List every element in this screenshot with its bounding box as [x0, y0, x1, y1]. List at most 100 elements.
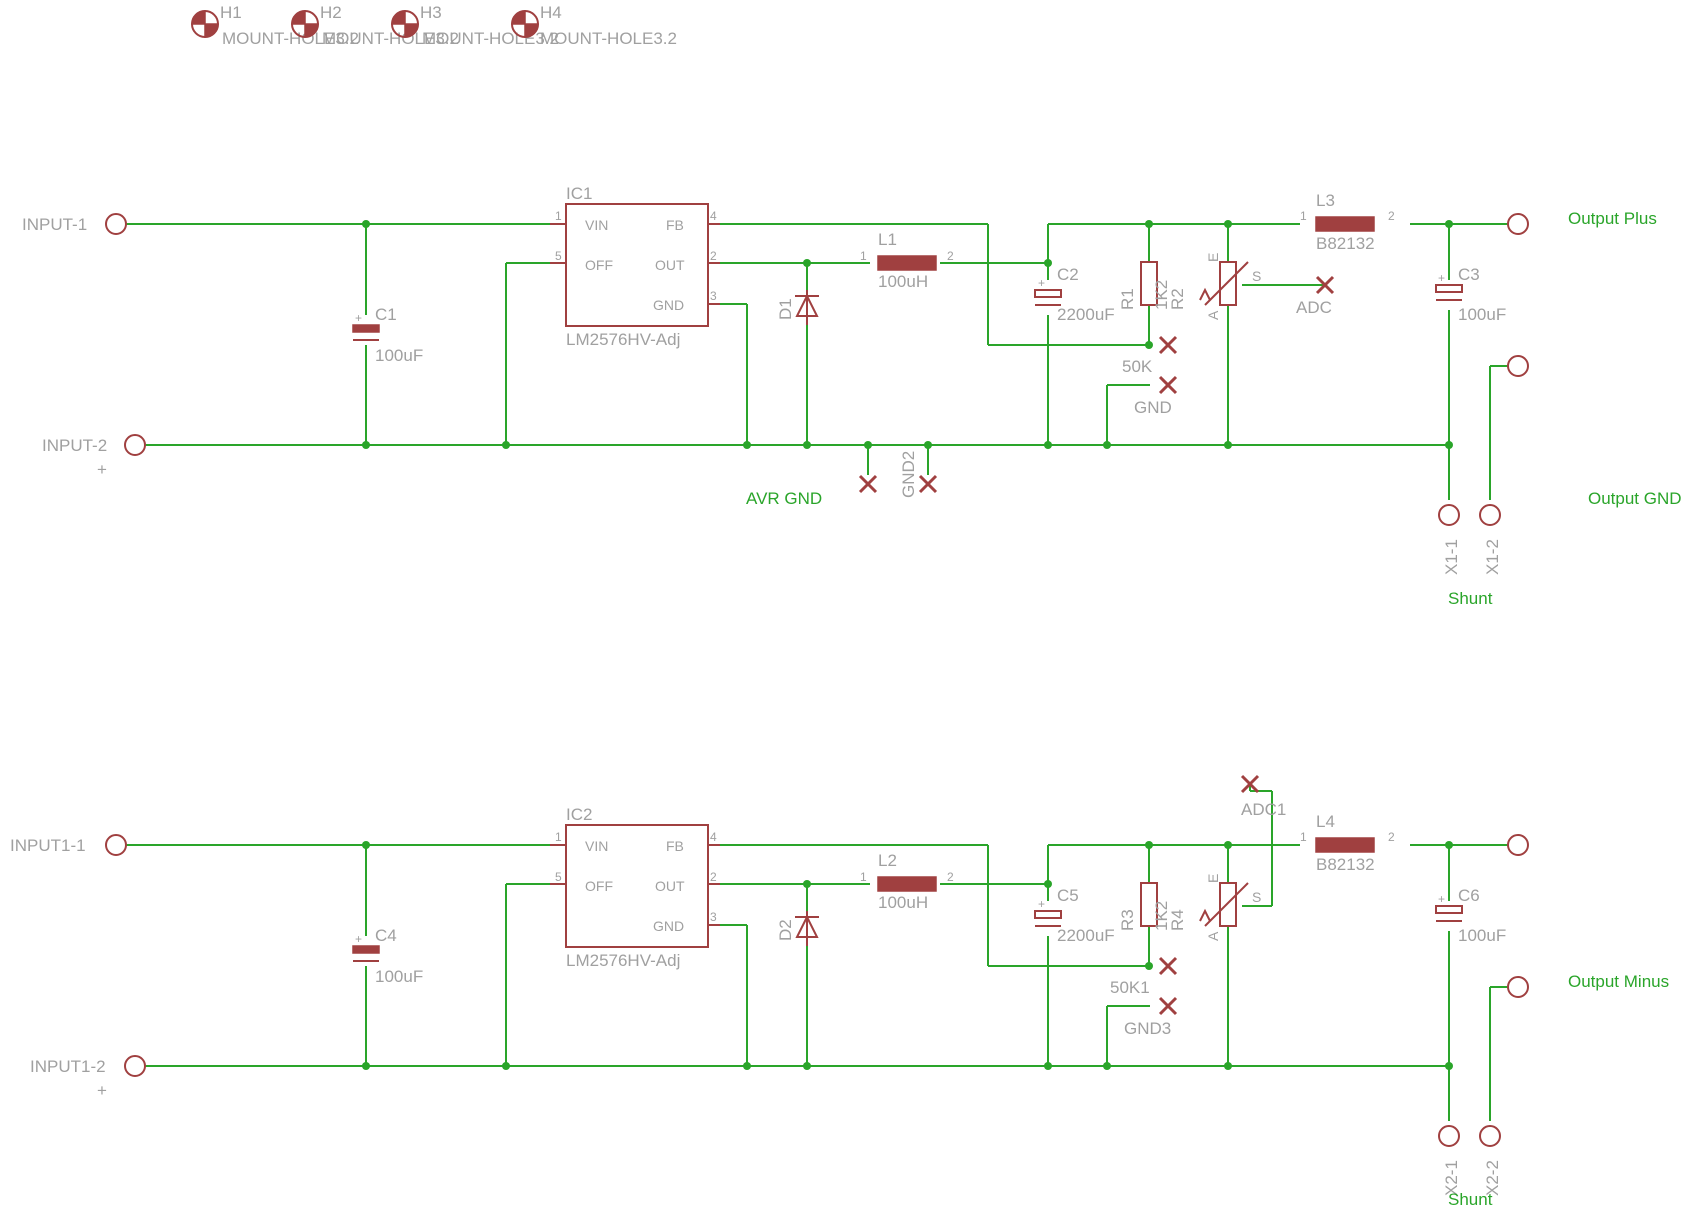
svg-text:+: +: [355, 932, 362, 946]
mount-hole-h4-name: H4: [540, 3, 562, 22]
bottom-d2-name: D2: [776, 919, 795, 941]
svg-text:2: 2: [710, 870, 717, 884]
top-r1-value: 1K2: [1152, 280, 1171, 310]
bottom-junctions: [362, 841, 1453, 1070]
top-c1-name: C1: [375, 305, 397, 324]
top-output-plus-label: Output Plus: [1568, 209, 1657, 228]
bottom-l4-value: B82132: [1316, 855, 1375, 874]
mount-hole-h3-name: H3: [420, 3, 442, 22]
top-capacitor-c2: + C2 2200uF: [1034, 265, 1115, 324]
bottom-c6-name: C6: [1458, 886, 1480, 905]
top-gnd2-label: GND2: [899, 451, 918, 498]
top-shunt-label: Shunt: [1448, 589, 1493, 608]
bottom-c6-value: 100uF: [1458, 926, 1506, 945]
svg-text:3: 3: [710, 910, 717, 924]
bottom-output-minus-terminal: Output Minus: [1507, 834, 1669, 998]
svg-text:1: 1: [1300, 830, 1307, 844]
bottom-r3-x-marker: [1158, 956, 1178, 976]
top-input1-terminal: INPUT-1: [22, 213, 127, 235]
bottom-l2-value: 100uH: [878, 893, 928, 912]
top-potentiometer-r2: R2 50K A E S: [1122, 253, 1261, 376]
top-shunt-connector: X1-1 X1-2 Shunt: [1438, 504, 1502, 608]
bottom-c4-value: 100uF: [375, 967, 423, 986]
bottom-r3-value: 1K2: [1152, 901, 1171, 931]
svg-text:2: 2: [1388, 830, 1395, 844]
svg-text:E: E: [1205, 253, 1221, 262]
mount-hole-h2-value: MOUNT-HOLE3.2: [322, 29, 459, 48]
svg-text:FB: FB: [666, 217, 684, 233]
svg-text:GND: GND: [653, 918, 684, 934]
top-d1-name: D1: [776, 298, 795, 320]
bottom-l2-name: L2: [878, 851, 897, 870]
bottom-r4-value: 50K1: [1110, 978, 1150, 997]
svg-text:+: +: [355, 311, 362, 325]
top-inductor-l3: L3 B82132 1 2: [1300, 191, 1395, 253]
bottom-input1-terminal: INPUT1-1: [10, 834, 127, 856]
top-input2-label: INPUT-2: [42, 436, 107, 455]
mount-hole-h1-name: H1: [220, 3, 242, 22]
svg-text:2: 2: [947, 870, 954, 884]
bottom-capacitor-c4: + C4 100uF: [352, 926, 423, 986]
top-l1-name: L1: [878, 230, 897, 249]
svg-text:+: +: [1038, 276, 1045, 290]
bottom-c5-name: C5: [1057, 886, 1079, 905]
bottom-gnd3-marker: GND3: [1124, 996, 1178, 1038]
mount-hole-h3-value: MOUNT-HOLE3.2: [422, 29, 559, 48]
top-ic1-name: IC1: [566, 184, 592, 203]
mount-hole-h2: H2 MOUNT-HOLE3.2: [291, 3, 459, 48]
top-x1-2-label: X1-2: [1483, 539, 1502, 575]
svg-text:+: +: [1438, 271, 1445, 285]
bottom-r3-name: R3: [1118, 909, 1137, 931]
svg-text:OFF: OFF: [585, 257, 613, 273]
bottom-input2-label: INPUT1-2: [30, 1057, 106, 1076]
top-gnd-marker: GND: [1134, 375, 1178, 417]
bottom-r4-name: R4: [1168, 909, 1187, 931]
bottom-shunt-connector: X2-1 X2-2 Shunt: [1438, 1125, 1502, 1209]
svg-text:1: 1: [555, 209, 562, 223]
bottom-ic2-value: LM2576HV-Adj: [566, 951, 680, 970]
mount-hole-h2-name: H2: [320, 3, 342, 22]
bottom-capacitor-c5: + C5 2200uF: [1034, 886, 1115, 945]
bottom-shunt-label: Shunt: [1448, 1190, 1493, 1209]
bottom-x2-2-label: X2-2: [1483, 1160, 1502, 1196]
bottom-circuit: INPUT1-1 INPUT1-2 + + C4 100uF IC2 LM257…: [10, 774, 1669, 1209]
svg-text:1: 1: [860, 870, 867, 884]
top-junctions: [362, 220, 1453, 449]
svg-text:OUT: OUT: [655, 257, 685, 273]
svg-text:OFF: OFF: [585, 878, 613, 894]
top-x1-1-label: X1-1: [1442, 539, 1461, 575]
mount-hole-h4-value: MOUNT-HOLE3.2: [540, 29, 677, 48]
svg-text:5: 5: [555, 249, 562, 263]
bottom-l4-name: L4: [1316, 812, 1335, 831]
top-output-gnd-terminal: Output GND: [1507, 355, 1682, 508]
mount-hole-h1-value: MOUNT-HOLE3.2: [222, 29, 359, 48]
mount-hole-h4: H4 MOUNT-HOLE3.2: [511, 3, 677, 48]
top-input2-plus: +: [97, 460, 107, 479]
top-l3-name: L3: [1316, 191, 1335, 210]
svg-text:2: 2: [1388, 209, 1395, 223]
bottom-c4-name: C4: [375, 926, 397, 945]
svg-text:4: 4: [710, 830, 717, 844]
top-gnd-label: GND: [1134, 398, 1172, 417]
top-c2-value: 2200uF: [1057, 305, 1115, 324]
top-c1-value: 100uF: [375, 346, 423, 365]
svg-text:+: +: [1438, 892, 1445, 906]
top-adc-label: ADC: [1296, 298, 1332, 317]
top-circuit: INPUT-1 INPUT-2 + + C1 100uF IC1 LM2576H…: [22, 184, 1682, 608]
top-c3-name: C3: [1458, 265, 1480, 284]
bottom-input2-terminal: INPUT1-2 +: [30, 1055, 146, 1100]
bottom-adc1-marker: ADC1: [1240, 774, 1286, 819]
bottom-adc1-label: ADC1: [1241, 800, 1286, 819]
svg-text:2: 2: [947, 249, 954, 263]
top-r2-value: 50K: [1122, 357, 1153, 376]
top-input2-terminal: INPUT-2 +: [42, 434, 146, 479]
svg-text:1: 1: [555, 830, 562, 844]
svg-text:FB: FB: [666, 838, 684, 854]
svg-text:VIN: VIN: [585, 838, 608, 854]
top-l3-value: B82132: [1316, 234, 1375, 253]
bottom-inductor-l2: L2 100uH 1 2: [860, 851, 954, 912]
bottom-ic2: IC2 LM2576HV-Adj VIN OFF FB OUT GND 1 5 …: [550, 805, 720, 970]
top-output-gnd-label: Output GND: [1588, 489, 1682, 508]
top-l1-value: 100uH: [878, 272, 928, 291]
